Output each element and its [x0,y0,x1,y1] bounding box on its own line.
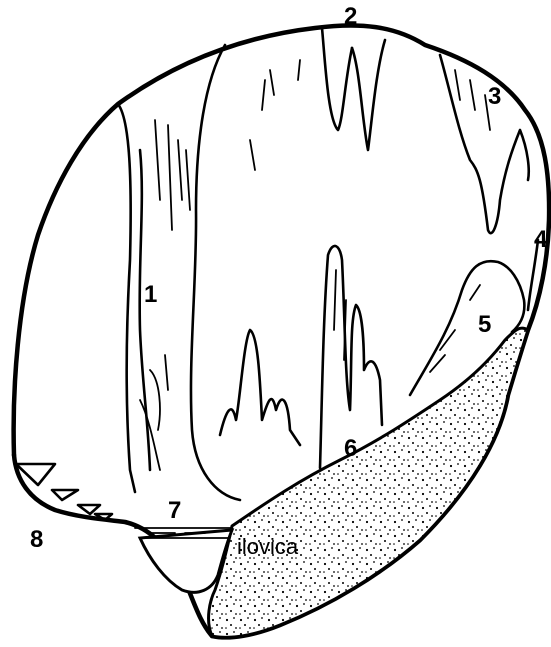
label-8: 8 [30,526,43,553]
label-3: 3 [488,83,501,110]
label-1: 1 [144,281,157,308]
stalactite-2-left [322,28,352,130]
label-6: 6 [344,435,357,462]
side-chamber-texture [430,285,480,372]
stalactites-3-texture [455,70,490,130]
label-2: 2 [344,3,357,30]
column-1-right [191,45,240,500]
stalactite-2-right [352,40,385,150]
label-5: 5 [478,311,491,338]
clay-sediment [209,328,528,637]
left-flowstone-curtain [118,104,135,492]
column-1-texture-a [155,120,190,230]
ceiling-drip-lines [250,60,300,170]
stalagmite-group [220,330,300,445]
label-clay: ilovica [237,534,299,559]
stalactites-3 [440,55,529,233]
column-1-texture-b [140,355,168,470]
label-4: 4 [534,226,548,253]
label-7: 7 [168,497,181,524]
